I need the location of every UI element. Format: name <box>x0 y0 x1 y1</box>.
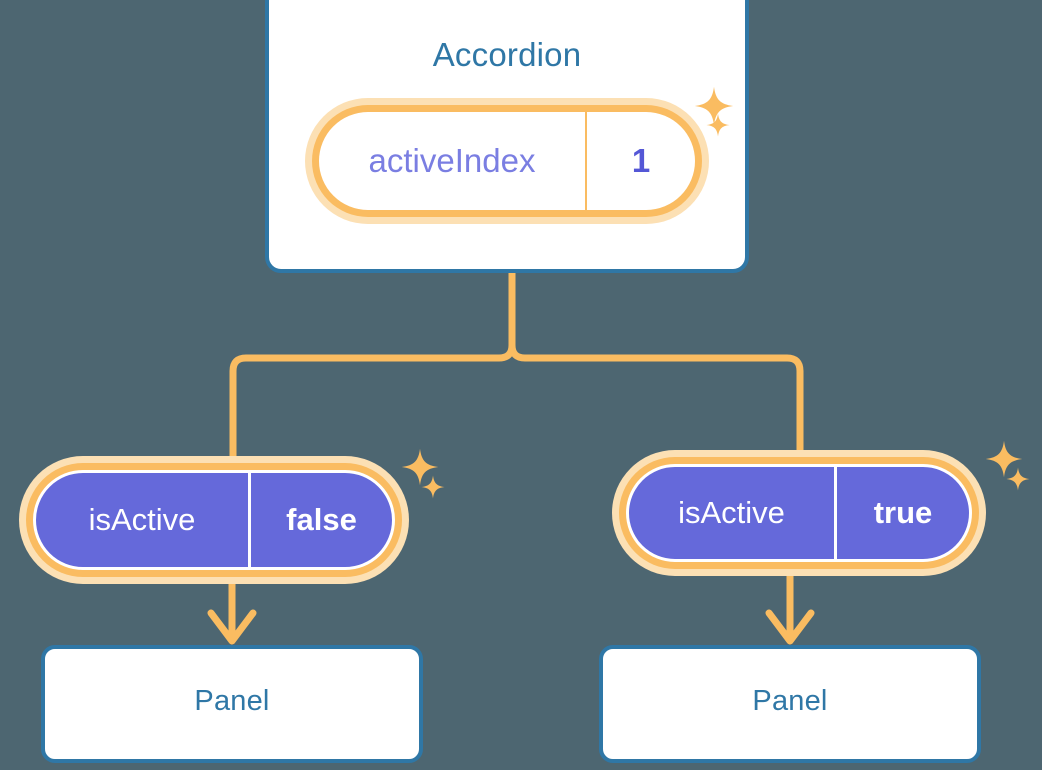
sparkle-large-icon <box>401 448 439 486</box>
pill-body: isActive true <box>626 464 972 562</box>
arrowhead-left-icon <box>207 609 257 645</box>
sparkle-small-icon <box>421 475 445 499</box>
pill-body: isActive false <box>33 470 395 570</box>
state-pill-active-index[interactable]: activeIndex 1 <box>305 98 709 224</box>
pill-body: activeIndex 1 <box>319 112 695 210</box>
page-title: Accordion <box>432 36 582 73</box>
sparkle-small-icon <box>706 113 730 137</box>
state-key-label: isActive <box>629 467 837 559</box>
state-value-label: false <box>286 502 357 537</box>
state-key-label: activeIndex <box>319 112 587 210</box>
wire-root-to-right <box>508 269 804 454</box>
sparkle-large-icon <box>694 86 734 126</box>
panel-card-left[interactable]: Panel <box>41 645 423 763</box>
panel-card-right[interactable]: Panel <box>599 645 981 763</box>
state-pill-is-active-left[interactable]: isActive false <box>19 456 409 584</box>
pill-ring: isActive true <box>619 457 979 569</box>
state-pill-is-active-right[interactable]: isActive true <box>612 450 986 576</box>
panel-title: Panel <box>752 685 828 717</box>
state-key-label: isActive <box>36 473 251 567</box>
sparkle-large-icon <box>985 440 1023 478</box>
state-value-label: true <box>873 495 933 530</box>
wire-root-to-left <box>229 269 516 460</box>
pill-ring: activeIndex 1 <box>312 105 702 217</box>
sparkle-small-icon <box>1006 467 1030 491</box>
state-value-label: 1 <box>631 142 651 179</box>
pill-ring: isActive false <box>26 463 402 577</box>
panel-title: Panel <box>194 685 270 717</box>
arrowhead-right-icon <box>765 609 815 645</box>
